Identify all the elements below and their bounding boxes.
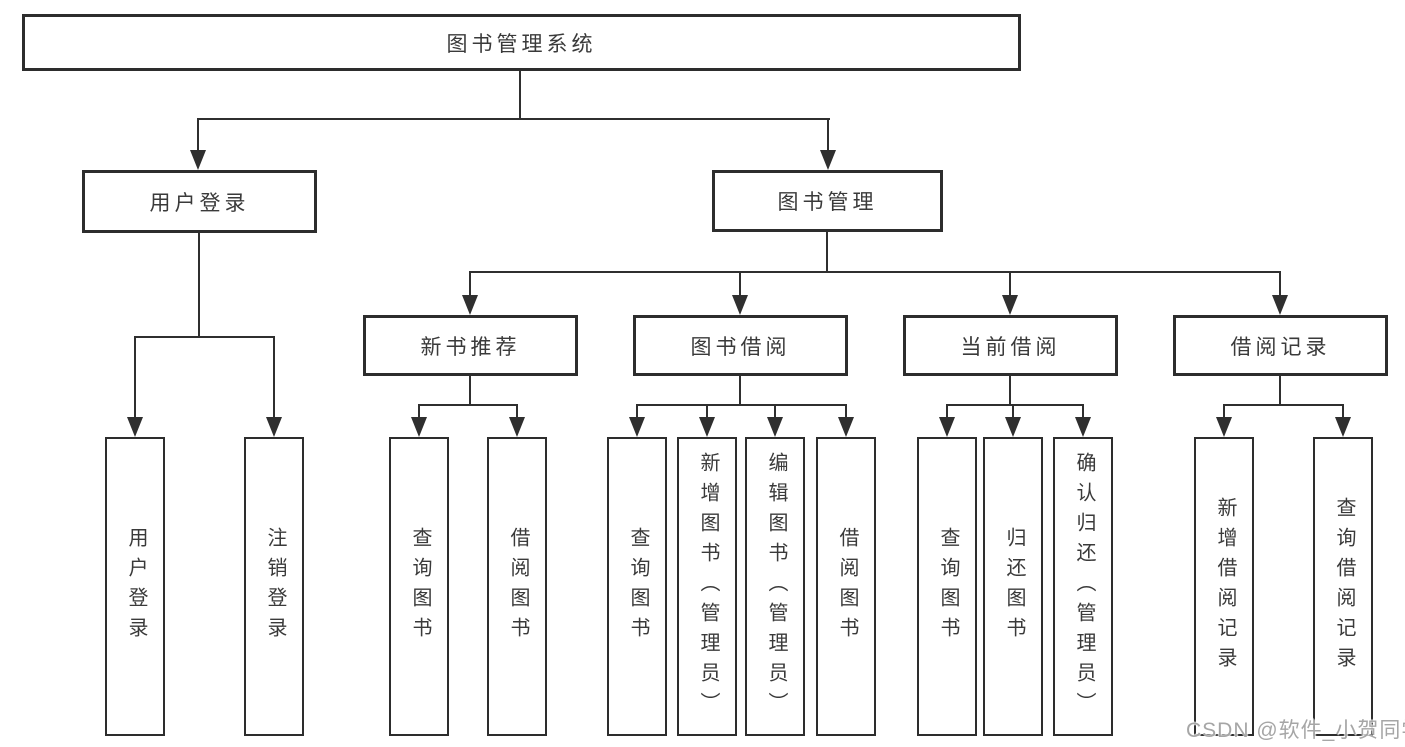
connector-line — [418, 404, 420, 420]
node-label: 图书管理 — [777, 191, 878, 214]
leaf-borrow-add-book-admin: 新增图书（管理员） — [677, 437, 737, 736]
leaf-borrow-edit-book-admin: 编辑图书（管理员） — [745, 437, 805, 736]
leaf-current-query-book: 查询图书 — [917, 437, 977, 736]
leaf-borrow-borrow-book: 借阅图书 — [816, 437, 876, 736]
leaf-logout: 注销登录 — [244, 437, 304, 736]
arrow-down-icon — [411, 417, 427, 437]
leaf-current-return-book: 归还图书 — [983, 437, 1043, 736]
node-label: 图书管理系统 — [446, 32, 597, 56]
connector-line — [1223, 404, 1344, 406]
arrow-down-icon — [1272, 295, 1288, 315]
connector-line — [1009, 271, 1011, 297]
leaf-records-add-record: 新增借阅记录 — [1194, 437, 1254, 736]
arrow-down-icon — [767, 417, 783, 437]
connector-line — [1012, 404, 1014, 420]
leaf-records-query-record: 查询借阅记录 — [1313, 437, 1373, 736]
connector-line — [1279, 271, 1281, 297]
connector-line — [198, 233, 200, 338]
node-user-login: 用户登录 — [82, 170, 317, 233]
node-system-root: 图书管理系统 — [22, 14, 1021, 71]
connector-line — [739, 376, 741, 406]
connector-line — [197, 118, 199, 152]
connector-line — [636, 404, 847, 406]
connector-line — [273, 336, 275, 419]
node-label: 用户登录 — [149, 191, 250, 215]
arrow-down-icon — [732, 295, 748, 315]
arrow-down-icon — [1002, 295, 1018, 315]
arrow-down-icon — [266, 417, 282, 437]
connector-line — [516, 404, 518, 420]
leaf-user-login: 用户登录 — [105, 437, 165, 736]
connector-line — [1342, 404, 1344, 420]
arrow-down-icon — [1005, 417, 1021, 437]
connector-line — [1279, 376, 1281, 406]
leaf-newrec-borrow-book: 借阅图书 — [487, 437, 547, 736]
connector-line — [469, 376, 471, 406]
node-book-management: 图书管理 — [712, 170, 943, 232]
arrow-down-icon — [629, 417, 645, 437]
connector-line — [827, 118, 829, 152]
connector-line — [1009, 376, 1011, 406]
leaf-current-confirm-return-admin: 确认归还（管理员） — [1053, 437, 1113, 736]
connector-line — [636, 404, 638, 420]
leaf-borrow-query-book: 查询图书 — [607, 437, 667, 736]
arrow-down-icon — [1075, 417, 1091, 437]
arrow-down-icon — [1216, 417, 1232, 437]
arrow-down-icon — [1335, 417, 1351, 437]
connector-line — [774, 404, 776, 420]
node-current-borrow: 当前借阅 — [903, 315, 1118, 376]
arrow-down-icon — [699, 417, 715, 437]
connector-line — [845, 404, 847, 420]
connector-line — [946, 404, 1084, 406]
connector-line — [134, 336, 136, 419]
arrow-down-icon — [820, 150, 836, 170]
node-book-borrow: 图书借阅 — [633, 315, 848, 376]
leaf-newrec-query-book: 查询图书 — [389, 437, 449, 736]
node-borrow-records: 借阅记录 — [1173, 315, 1388, 376]
node-new-book-recommend: 新书推荐 — [363, 315, 578, 376]
arrow-down-icon — [190, 150, 206, 170]
arrow-down-icon — [127, 417, 143, 437]
connector-line — [134, 336, 275, 338]
connector-line — [197, 118, 830, 120]
arrow-down-icon — [838, 417, 854, 437]
node-label: 图书借阅 — [690, 335, 791, 359]
connector-line — [739, 271, 741, 297]
connector-line — [469, 271, 1281, 273]
arrow-down-icon — [509, 417, 525, 437]
arrow-down-icon — [462, 295, 478, 315]
connector-line — [1082, 404, 1084, 420]
connector-line — [519, 70, 521, 119]
csdn-watermark: CSDN @软件_小贺同学 — [1186, 719, 1405, 742]
node-label: 借阅记录 — [1230, 335, 1331, 359]
connector-line — [826, 232, 828, 273]
node-label: 当前借阅 — [960, 335, 1061, 359]
arrow-down-icon — [939, 417, 955, 437]
connector-line — [469, 271, 471, 297]
connector-line — [706, 404, 708, 420]
connector-line — [946, 404, 948, 420]
connector-line — [1223, 404, 1225, 420]
connector-line — [418, 404, 518, 406]
node-label: 新书推荐 — [420, 335, 521, 359]
